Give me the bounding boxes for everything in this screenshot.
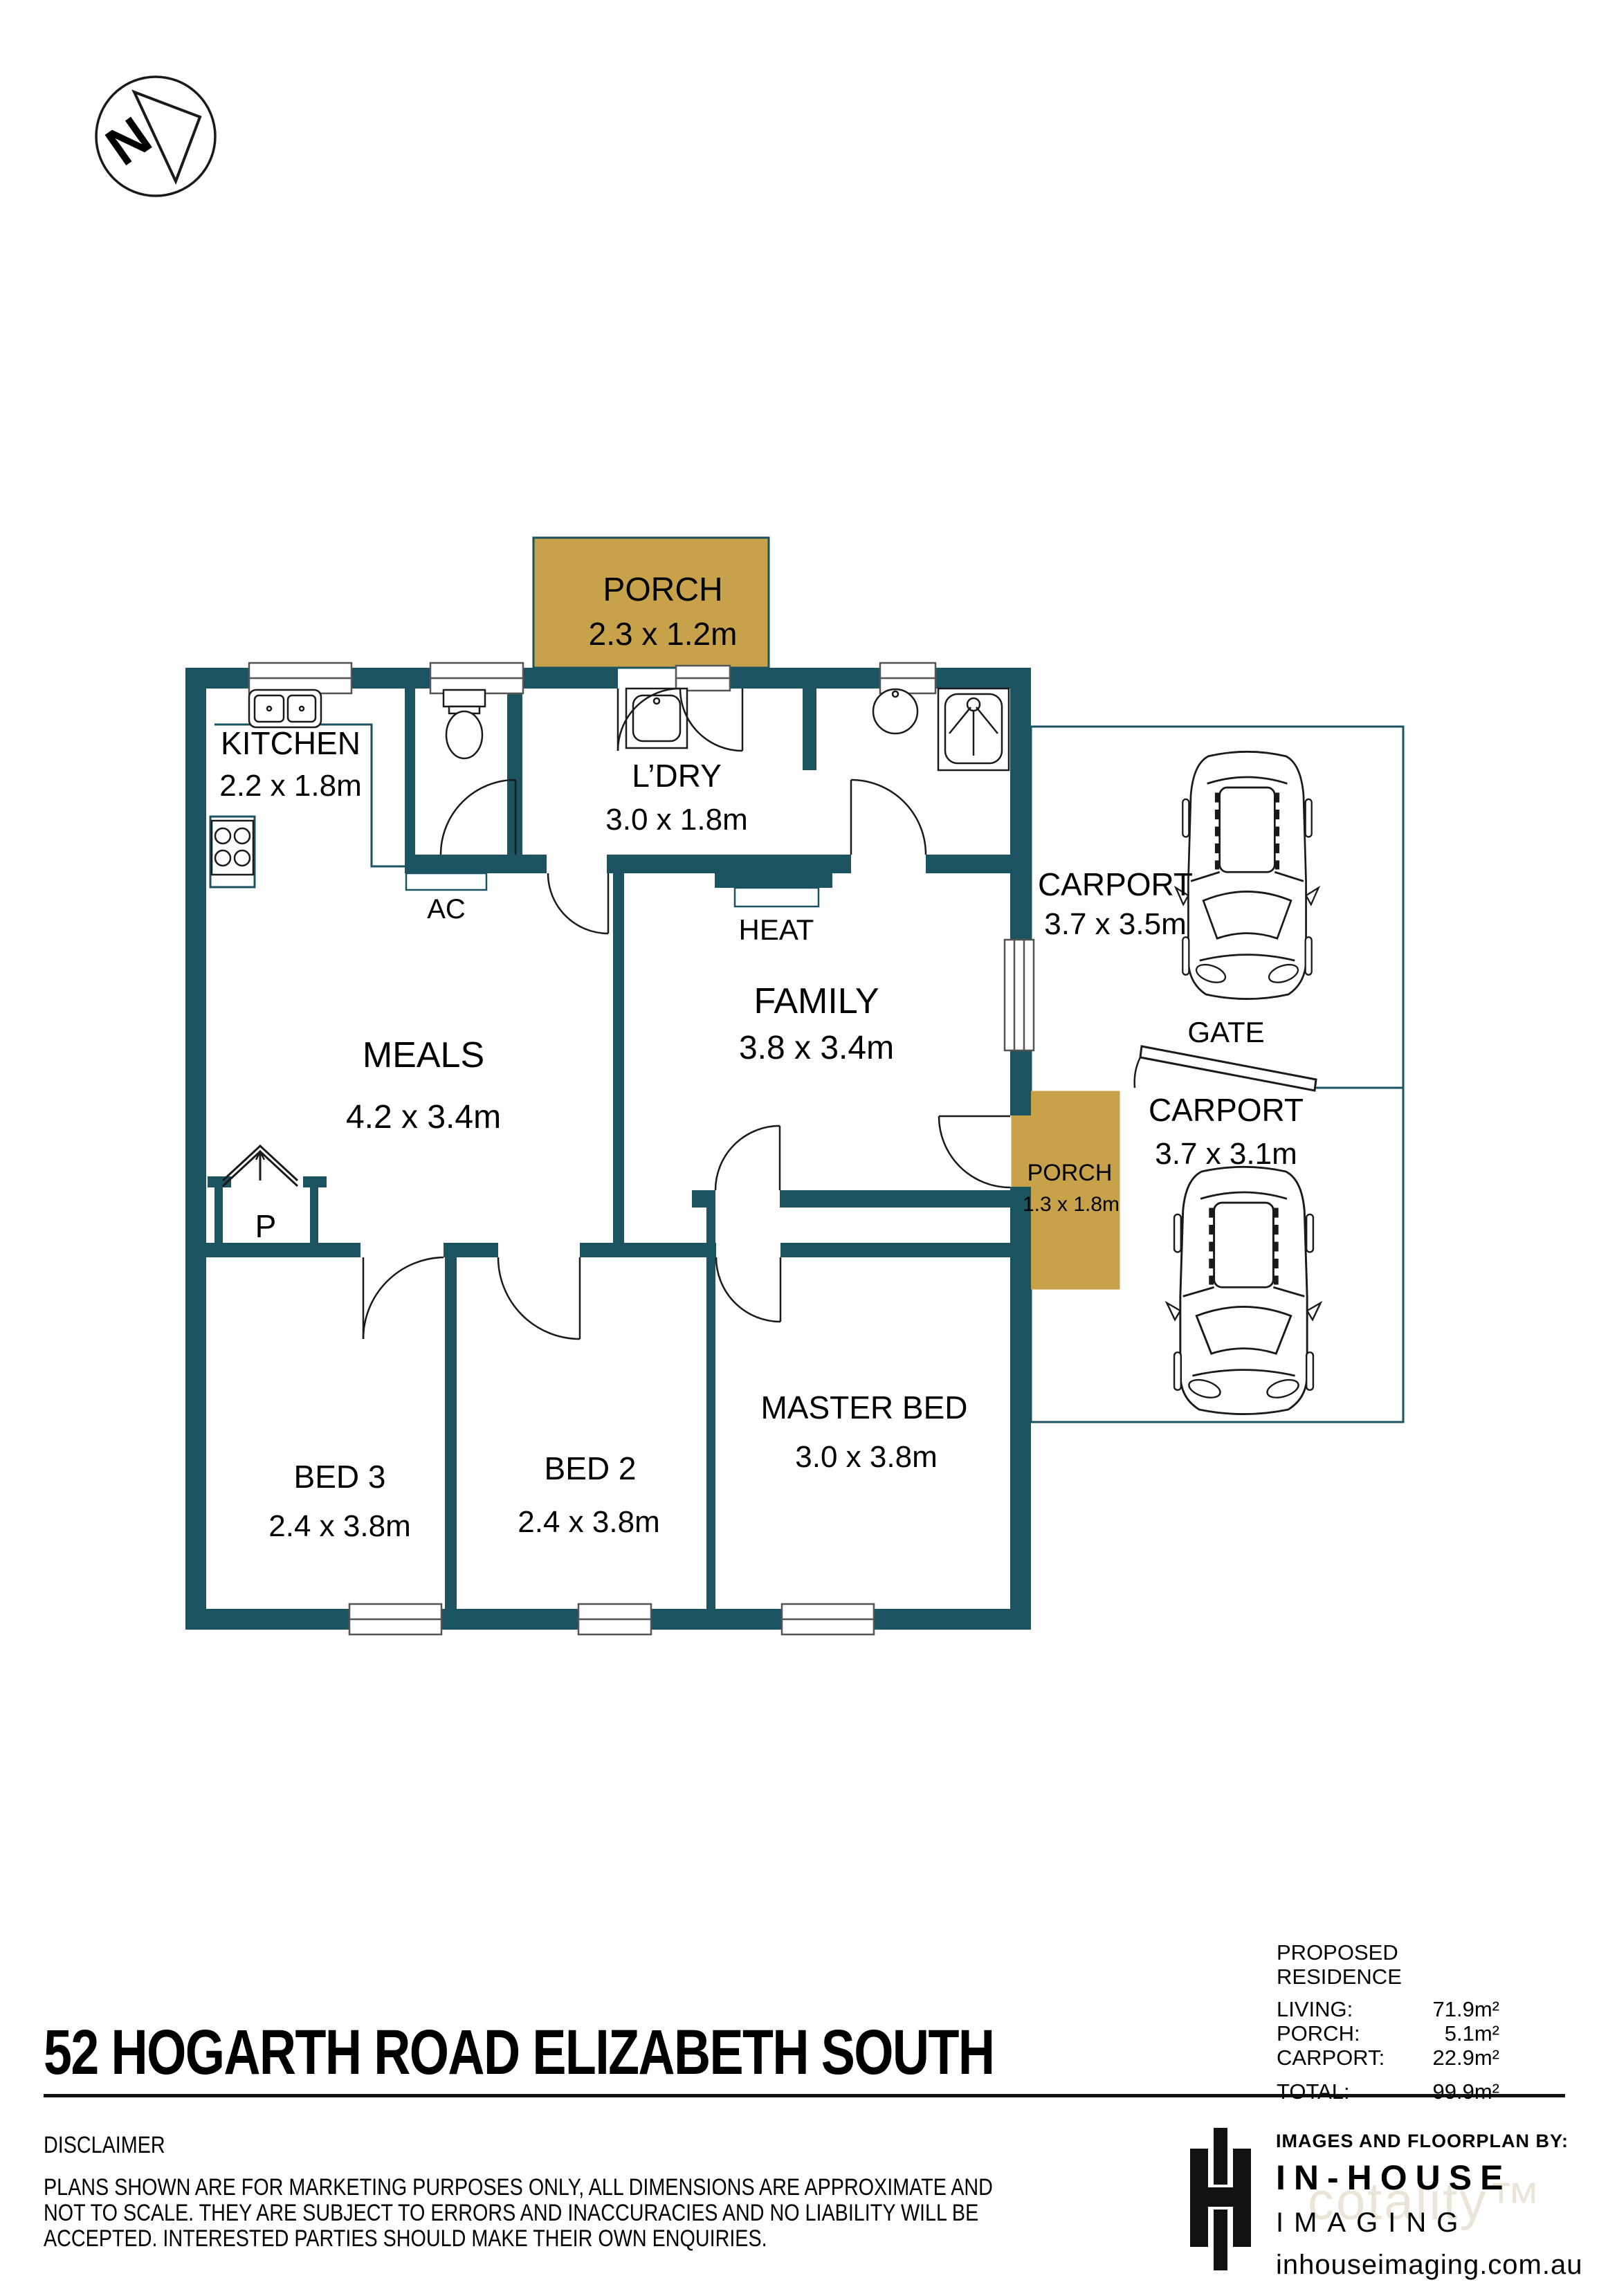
windows — [248, 662, 1035, 1636]
gate-icon — [1133, 1045, 1403, 1092]
ac-unit-icon — [405, 872, 488, 891]
room-label-carport-rear: CARPORT — [1038, 866, 1193, 902]
area-total-label: TOTAL: — [1277, 2079, 1350, 2104]
stove-icon — [210, 819, 255, 876]
north-compass-icon: N — [95, 75, 217, 197]
disclaimer-line: ACCEPTED. INTERESTED PARTIES SHOULD MAKE… — [44, 2225, 767, 2252]
pantry-bifold-icon — [221, 1144, 299, 1187]
area-summary-table: PROPOSED RESIDENCE LIVING: 71.9m² PORCH:… — [1277, 1940, 1499, 2104]
area-row: PORCH: 5.1m² — [1277, 2021, 1499, 2046]
divider-rule — [44, 2094, 1565, 2097]
area-row-label: PORCH: — [1277, 2021, 1360, 2046]
area-row-value: 5.1m² — [1444, 2021, 1499, 2046]
room-dims-bed3: 2.4 x 3.8m — [268, 1509, 410, 1543]
toilet-icon — [442, 689, 486, 760]
branding-website[interactable]: inhouseimaging.com.au — [1276, 2250, 1583, 2280]
room-dims-kitchen: 2.2 x 1.8m — [219, 769, 361, 803]
doors — [362, 687, 1011, 1340]
shower-icon — [937, 687, 1010, 772]
ac-label: AC — [427, 894, 466, 924]
room-label-laundry: L’DRY — [632, 758, 722, 794]
room-label-bed2: BED 2 — [545, 1450, 637, 1486]
room-label-master: MASTER BED — [760, 1390, 967, 1425]
room-dims-porch-side: 1.3 x 1.8m — [1023, 1193, 1120, 1216]
branding-name-line1: IN-HOUSE — [1276, 2158, 1512, 2197]
branding-name-line2: IMAGING — [1276, 2207, 1469, 2238]
room-dims-laundry: 3.0 x 1.8m — [605, 803, 747, 837]
watermark: cotality™ — [1308, 2172, 1543, 2231]
branding-block: IMAGES AND FLOORPLAN BY: IN-HOUSE IMAGIN… — [1189, 2121, 1590, 2287]
disclaimer: DISCLAIMER PLANS SHOWN ARE FOR MARKETING… — [44, 2133, 1072, 2252]
area-total-row: TOTAL: 99.9m² — [1277, 2079, 1499, 2104]
porch-top-area — [532, 536, 770, 669]
area-row-value: 22.9m² — [1432, 2046, 1499, 2070]
room-label-porch-side: PORCH — [1027, 1160, 1113, 1186]
car-icon — [1167, 1167, 1320, 1414]
inhouse-logo-icon — [1190, 2128, 1251, 2270]
area-total-value: 99.9m² — [1432, 2079, 1499, 2104]
room-dims-porch-top: 2.3 x 1.2m — [589, 616, 738, 652]
disclaimer-title: DISCLAIMER — [44, 2132, 165, 2158]
area-row-value: 71.9m² — [1432, 1997, 1499, 2021]
branding-tagline: IMAGES AND FLOORPLAN BY: — [1276, 2131, 1569, 2151]
area-row: CARPORT: 22.9m² — [1277, 2046, 1499, 2070]
room-label-meals: MEALS — [363, 1035, 484, 1075]
room-label-kitchen: KITCHEN — [221, 725, 360, 761]
room-label-bed3: BED 3 — [294, 1459, 386, 1495]
laundry-tub-icon — [625, 687, 688, 749]
kitchen-sink-icon — [248, 689, 322, 729]
heat-label: HEAT — [739, 913, 814, 946]
room-dims-master: 3.0 x 3.8m — [795, 1440, 937, 1474]
area-row: LIVING: 71.9m² — [1277, 1997, 1499, 2021]
pantry-label: P — [255, 1208, 277, 1244]
walls — [185, 668, 1031, 1630]
area-row-label: CARPORT: — [1277, 2046, 1385, 2070]
disclaimer-line: NOT TO SCALE. THEY ARE SUBJECT TO ERRORS… — [44, 2200, 979, 2226]
room-dims-meals: 4.2 x 3.4m — [346, 1099, 501, 1136]
area-summary-title: PROPOSED RESIDENCE — [1277, 1940, 1402, 1989]
disclaimer-line: PLANS SHOWN ARE FOR MARKETING PURPOSES O… — [44, 2174, 993, 2201]
room-label-family: FAMILY — [753, 981, 879, 1021]
heater-unit-icon — [733, 886, 820, 908]
room-label-porch-top: PORCH — [603, 572, 722, 608]
basin-icon — [872, 688, 919, 735]
room-dims-bed2: 2.4 x 3.8m — [518, 1505, 659, 1539]
room-dims-carport-front: 3.7 x 3.1m — [1155, 1137, 1297, 1171]
room-dims-family: 3.8 x 3.4m — [739, 1030, 894, 1066]
property-address: 52 HOGARTH ROAD ELIZABETH SOUTH — [44, 2017, 995, 2088]
carport-area — [1030, 725, 1405, 1423]
room-label-carport-front: CARPORT — [1149, 1092, 1304, 1128]
gate-label: GATE — [1187, 1016, 1264, 1048]
car-icon — [1176, 751, 1318, 999]
area-row-label: LIVING: — [1277, 1997, 1353, 2021]
room-dims-carport-rear: 3.7 x 3.5m — [1044, 907, 1186, 941]
